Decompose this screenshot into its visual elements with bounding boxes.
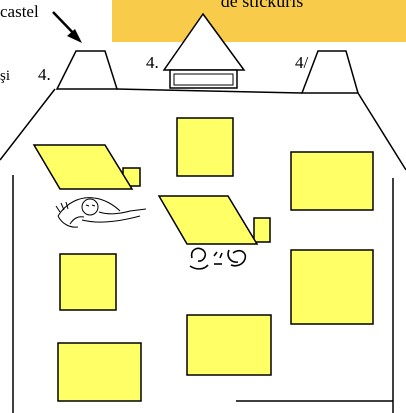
castle-label: castel (0, 2, 39, 21)
sticker-slot-top-right (290, 151, 374, 211)
instruction-banner: de stickuris (112, 0, 406, 42)
banner-text: de stickuris (221, 0, 304, 11)
sticker-slot-left-middle (59, 253, 117, 311)
sleeping-figure-drawing (55, 197, 147, 228)
banner-box (112, 0, 406, 42)
doodle-drawing (189, 247, 247, 270)
tower-center-number: 4. (146, 53, 159, 72)
left-margin-label: şi (0, 68, 10, 84)
sticker-slot-parallelogram-center (157, 195, 259, 245)
pointer-arrow (52, 11, 82, 43)
sticker-placeholders (32, 117, 374, 402)
sticker-slot-right-middle (290, 249, 374, 325)
tower-right-number: 4/ (295, 53, 309, 72)
tower-left-number: 4. (38, 65, 51, 84)
sticker-slot-small-center (253, 217, 271, 243)
sticker-slot-bottom-center (186, 314, 272, 376)
sticker-slot-parallelogram-left (32, 144, 134, 190)
right-tower-roof (300, 50, 359, 94)
center-spire-inner (173, 73, 234, 86)
left-tower-roof (55, 50, 119, 90)
sticker-slot-top-center (176, 117, 234, 177)
sticker-slot-bottom-left (57, 342, 142, 402)
castle-outline (0, 88, 406, 413)
